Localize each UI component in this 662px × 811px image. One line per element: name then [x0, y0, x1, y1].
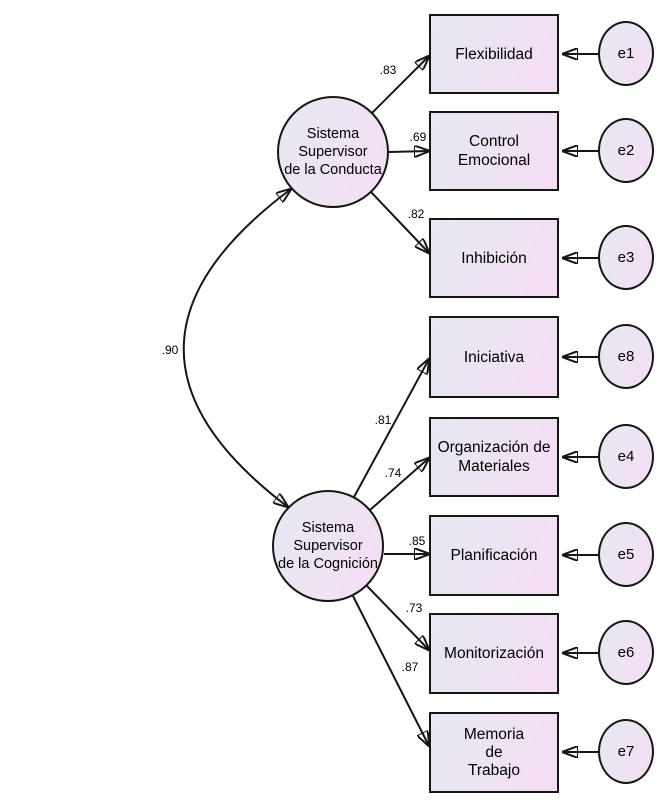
loading-flexibilidad: .83	[379, 63, 397, 77]
indicator-organizacion-materiales-label: Organización de Materiales	[437, 439, 551, 475]
error-e4: e4	[598, 424, 654, 489]
error-e7-label: e7	[617, 743, 635, 760]
error-e8-label: e8	[617, 348, 635, 365]
indicator-monitorizacion-label: Monitorización	[444, 645, 544, 662]
error-e7: e7	[598, 719, 654, 784]
error-e2: e2	[598, 118, 654, 183]
error-e3-label: e3	[617, 249, 635, 266]
indicator-flexibilidad-label: Flexibilidad	[455, 45, 533, 63]
loading-monitorizacion: .73	[405, 601, 423, 615]
error-e4-label: e4	[617, 448, 635, 465]
path-conducta-inhibicion	[370, 191, 429, 253]
indicator-inhibicion: Inhibición	[429, 218, 559, 298]
error-e6-label: e6	[617, 644, 635, 661]
loading-organizacion-materiales: .74	[384, 466, 402, 480]
error-e5: e5	[598, 522, 654, 587]
error-e1: e1	[598, 21, 654, 86]
covariance-value: .90	[161, 343, 179, 357]
loading-control-emocional: .69	[409, 130, 427, 144]
error-e5-label: e5	[617, 546, 635, 563]
covariance-arrow-conducta-cognicion	[182, 189, 291, 507]
error-e2-label: e2	[617, 142, 635, 159]
indicator-memoria-trabajo: Memoria de Trabajo	[429, 712, 559, 793]
indicator-control-emocional: Control Emocional	[429, 111, 559, 191]
error-e6: e6	[598, 620, 654, 685]
indicator-organizacion-materiales: Organización de Materiales	[429, 417, 559, 497]
loading-iniciativa: .81	[374, 413, 392, 427]
loading-planificacion: .85	[408, 534, 426, 548]
indicator-monitorizacion: Monitorización	[429, 613, 559, 694]
indicator-planificacion: Planificación	[429, 515, 559, 596]
indicator-memoria-trabajo-label: Memoria de Trabajo	[463, 725, 525, 779]
indicator-iniciativa-label: Iniciativa	[463, 348, 525, 366]
indicator-iniciativa: Iniciativa	[429, 316, 559, 398]
loading-memoria-trabajo: .87	[401, 660, 419, 674]
indicator-flexibilidad: Flexibilidad	[429, 14, 559, 94]
indicator-inhibicion-label: Inhibición	[461, 249, 527, 267]
error-e3: e3	[598, 225, 654, 290]
error-e8: e8	[598, 324, 654, 389]
latent-sistema-supervisor-conducta: Sistema Supervisor de la Conducta	[277, 96, 389, 208]
path-conducta-control-emocional	[388, 151, 429, 152]
indicator-planificacion-label: Planificación	[450, 547, 538, 564]
path-cognicion-monitorizacion	[366, 585, 429, 650]
indicator-control-emocional-label: Control Emocional	[457, 133, 531, 169]
latent-conducta-label: Sistema Supervisor de la Conducta	[284, 126, 382, 178]
error-e1-label: e1	[617, 45, 635, 62]
latent-sistema-supervisor-cognicion: Sistema Supervisor de la Cognición	[272, 490, 384, 602]
loading-inhibicion: .82	[407, 207, 425, 221]
latent-cognicion-label: Sistema Supervisor de la Cognición	[278, 520, 378, 572]
